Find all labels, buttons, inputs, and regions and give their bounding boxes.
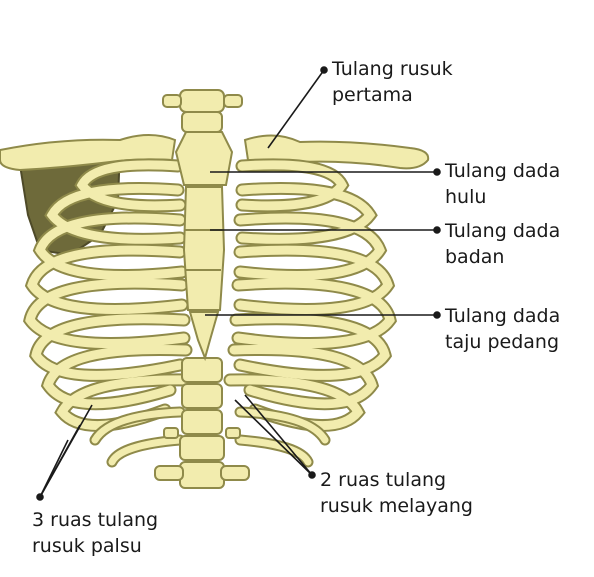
sternum (174, 131, 234, 362)
label-false-ribs-line1: 3 ruas tulang (32, 509, 159, 531)
label-manubrium-line1: Tulang dada (445, 160, 561, 182)
label-first-rib-line1: Tulang rusuk (332, 58, 453, 80)
label-floating-ribs-line2: rusuk melayang (320, 495, 473, 517)
sternum-body (182, 186, 226, 311)
label-manubrium-line2: hulu (445, 186, 487, 208)
label-first-rib: Tulang rusuk pertama (332, 56, 453, 108)
label-first-rib-line2: pertama (332, 84, 413, 106)
ribs (23, 158, 397, 468)
label-xiphoid: Tulang dada taju pedang (445, 303, 560, 355)
label-false-ribs: 3 ruas tulang rusuk palsu (32, 507, 158, 559)
leader-lines (36, 66, 441, 501)
label-floating-ribs: 2 ruas tulang rusuk melayang (320, 467, 473, 519)
label-false-ribs-line2: rusuk palsu (32, 535, 142, 557)
label-floating-ribs-line1: 2 ruas tulang (320, 469, 447, 491)
label-xiphoid-line2: taju pedang (445, 331, 560, 353)
label-xiphoid-line1: Tulang dada (445, 305, 561, 327)
label-manubrium: Tulang dada hulu (445, 158, 560, 210)
xiphoid-process (188, 311, 220, 362)
label-sternum-body-line1: Tulang dada (445, 220, 561, 242)
label-sternum-body-line2: badan (445, 246, 505, 268)
vertebral-column (154, 89, 250, 489)
manubrium (174, 131, 234, 186)
label-sternum-body: Tulang dada badan (445, 218, 560, 270)
